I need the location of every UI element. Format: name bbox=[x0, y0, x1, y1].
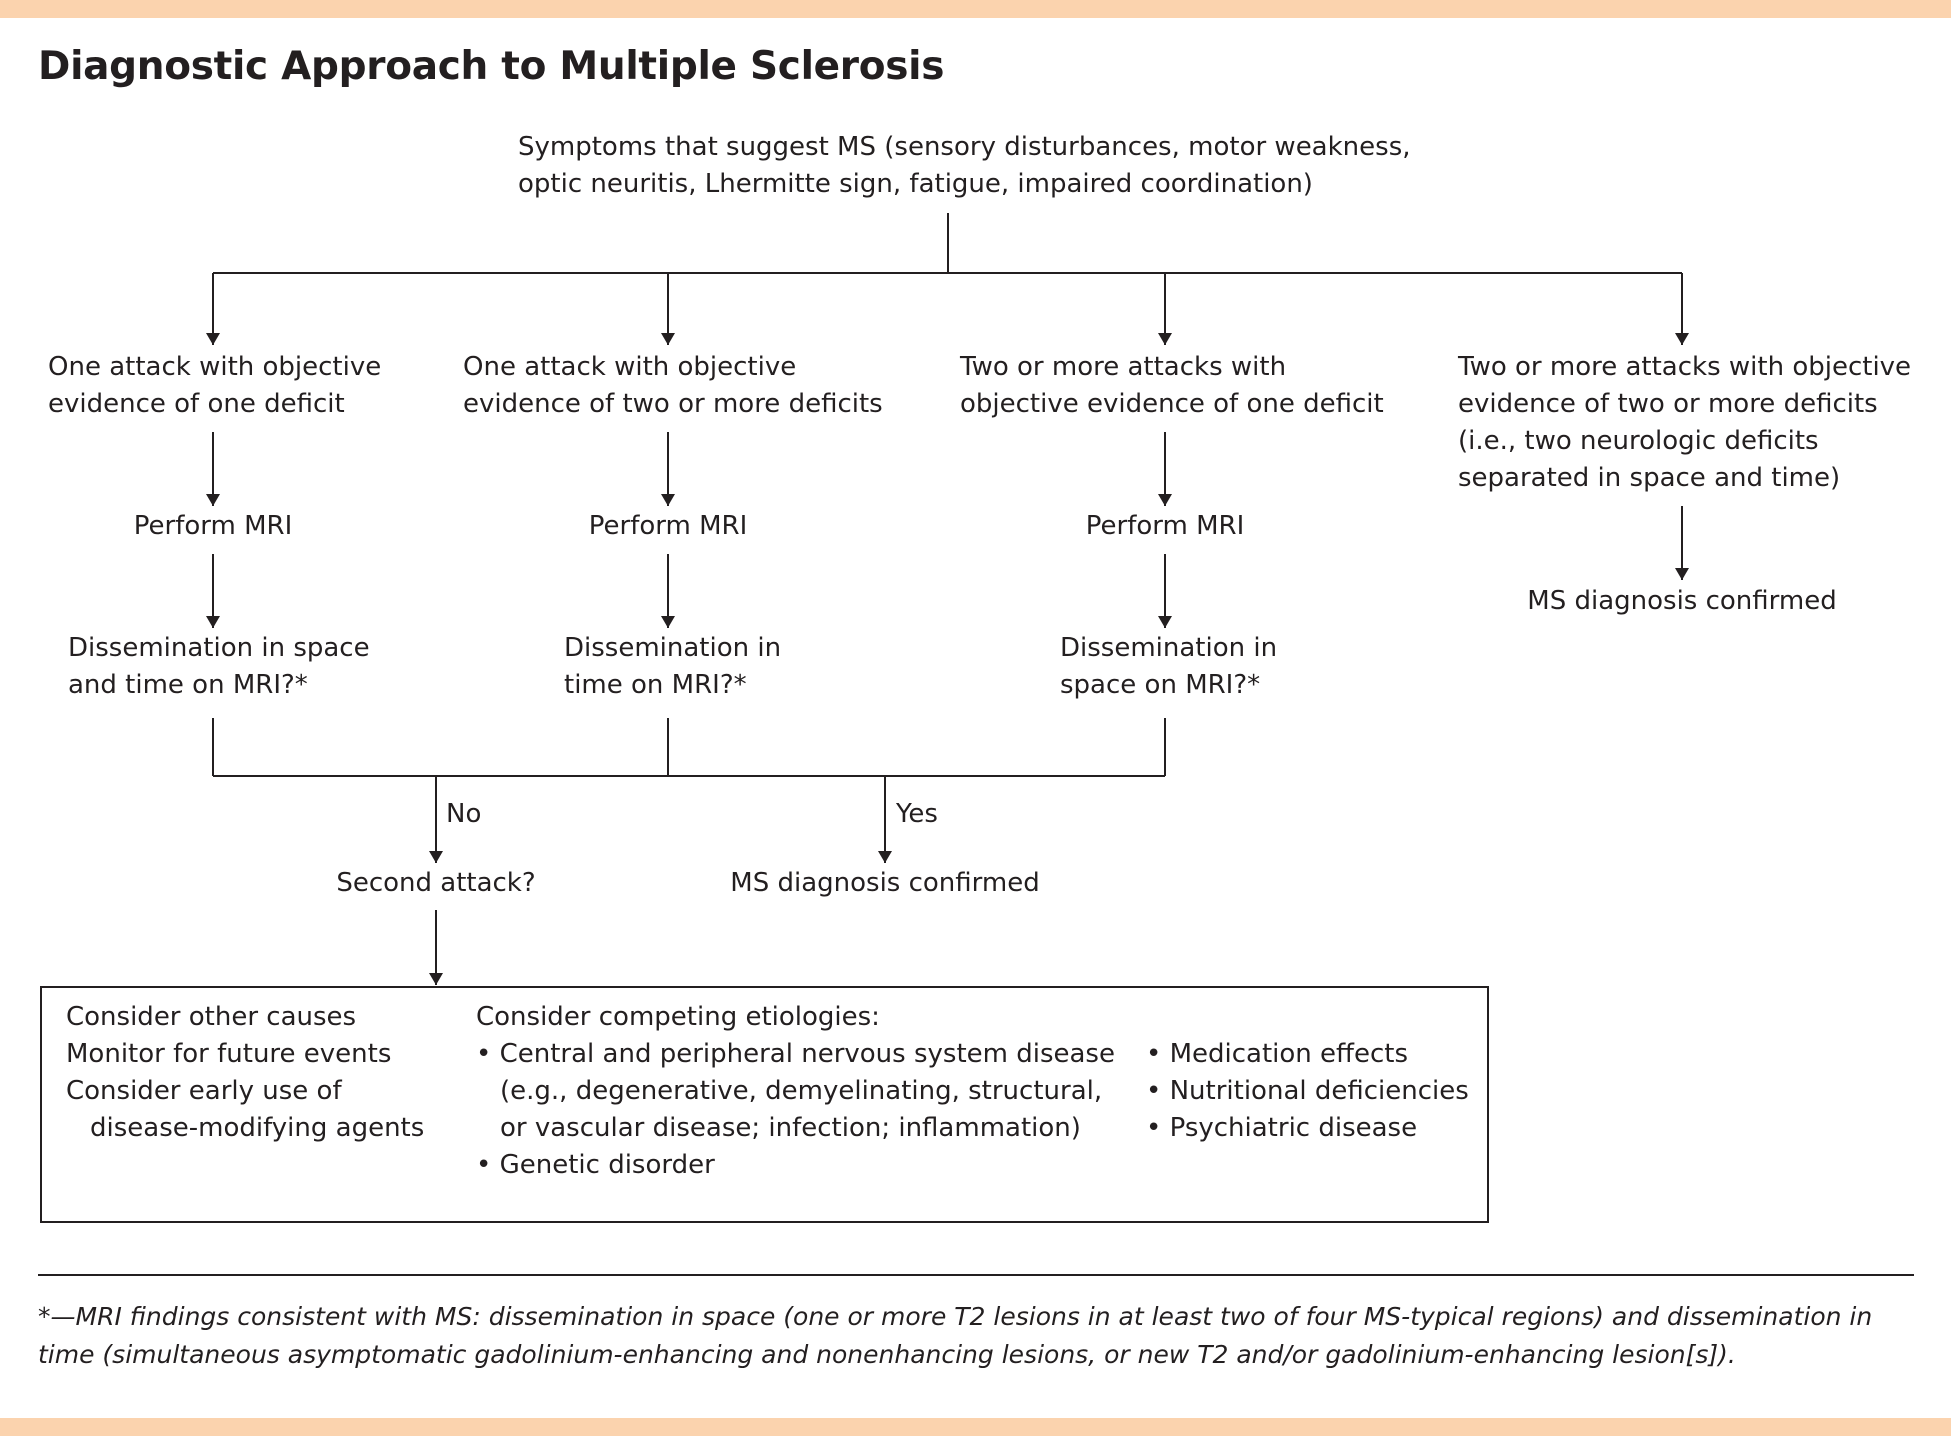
top-accent-band bbox=[0, 0, 1951, 18]
branch-4-line-4: separated in space and time) bbox=[1458, 463, 1841, 493]
branch-3-line-1: Two or more attacks with bbox=[960, 352, 1287, 382]
branch-4-line-3: (i.e., two neurologic deficits bbox=[1458, 426, 1819, 456]
branch-3-line-2: objective evidence of one deficit bbox=[960, 389, 1384, 419]
footnote: *—MRI findings consistent with MS: disse… bbox=[38, 1302, 1873, 1369]
branch-2-dissemination: Dissemination in time on MRI?* bbox=[564, 630, 781, 704]
branch-3-diss-line-2: space on MRI?* bbox=[1060, 670, 1261, 700]
box-column-other-etiologies: • Medication effects • Nutritional defic… bbox=[1146, 1036, 1469, 1147]
branch-1-diss-line-2: and time on MRI?* bbox=[68, 670, 308, 700]
action-early-use-cont: disease-modifying agents bbox=[90, 1113, 425, 1143]
branch-4-line-1: Two or more attacks with objective bbox=[1458, 352, 1912, 382]
page-title: Diagnostic Approach to Multiple Sclerosi… bbox=[38, 44, 945, 89]
footnote-divider bbox=[38, 1274, 1914, 1276]
yes-label: Yes bbox=[896, 799, 938, 829]
start-line-1: Symptoms that suggest MS (sensory distur… bbox=[518, 132, 1411, 162]
branch-1-dissemination: Dissemination in space and time on MRI?* bbox=[68, 630, 370, 704]
branch-1-mri: Perform MRI bbox=[133, 511, 293, 541]
branch-1-line-2: evidence of one deficit bbox=[48, 389, 345, 419]
recommendations-box: Consider other causes Monitor for future… bbox=[40, 986, 1489, 1223]
branch-1-diss-line-1: Dissemination in space bbox=[68, 633, 370, 663]
start-node: Symptoms that suggest MS (sensory distur… bbox=[518, 129, 1411, 203]
branch-3-diss-line-1: Dissemination in bbox=[1060, 633, 1278, 663]
branch-3-condition: Two or more attacks with objective evide… bbox=[960, 349, 1384, 423]
box-column-etiologies: Consider competing etiologies: • Central… bbox=[476, 999, 1115, 1184]
branch-1-line-1: One attack with objective bbox=[48, 352, 382, 382]
branch-2-line-1: One attack with objective bbox=[463, 352, 797, 382]
etiology-nutritional: • Nutritional deficiencies bbox=[1146, 1076, 1469, 1106]
branch-4-condition: Two or more attacks with objective evide… bbox=[1458, 349, 1911, 497]
action-early-use: Consider early use of bbox=[66, 1076, 342, 1106]
etiology-bullet-2: • Genetic disorder bbox=[476, 1150, 715, 1180]
etiology-bullet-1: • Central and peripheral nervous system … bbox=[476, 1039, 1115, 1069]
action-other-causes: Consider other causes bbox=[66, 1002, 357, 1032]
etiology-bullet-1-cont-2: or vascular disease; infection; inflamma… bbox=[500, 1113, 1081, 1143]
branch-4-line-2: evidence of two or more deficits bbox=[1458, 389, 1878, 419]
ms-confirmed-node: MS diagnosis confirmed bbox=[730, 868, 1040, 898]
second-attack-node: Second attack? bbox=[336, 868, 536, 898]
branch-3-dissemination: Dissemination in space on MRI?* bbox=[1060, 630, 1277, 704]
box-column-actions: Consider other causes Monitor for future… bbox=[66, 999, 424, 1147]
no-label: No bbox=[446, 799, 482, 829]
branch-3-mri: Perform MRI bbox=[1085, 511, 1245, 541]
etiologies-heading: Consider competing etiologies: bbox=[476, 1002, 880, 1032]
branch-4-result: MS diagnosis confirmed bbox=[1527, 586, 1837, 616]
bottom-accent-band bbox=[0, 1418, 1951, 1436]
etiology-medication: • Medication effects bbox=[1146, 1039, 1408, 1069]
branch-2-condition: One attack with objective evidence of tw… bbox=[463, 349, 883, 423]
etiology-psychiatric: • Psychiatric disease bbox=[1146, 1113, 1418, 1143]
branch-2-diss-line-2: time on MRI?* bbox=[564, 670, 747, 700]
branch-2-mri: Perform MRI bbox=[588, 511, 748, 541]
etiology-bullet-1-cont-1: (e.g., degenerative, demyelinating, stru… bbox=[500, 1076, 1103, 1106]
start-line-2: optic neuritis, Lhermitte sign, fatigue,… bbox=[518, 169, 1313, 199]
branch-2-line-2: evidence of two or more deficits bbox=[463, 389, 883, 419]
action-monitor: Monitor for future events bbox=[66, 1039, 392, 1069]
branch-1-condition: One attack with objective evidence of on… bbox=[48, 349, 381, 423]
branch-2-diss-line-1: Dissemination in bbox=[564, 633, 782, 663]
